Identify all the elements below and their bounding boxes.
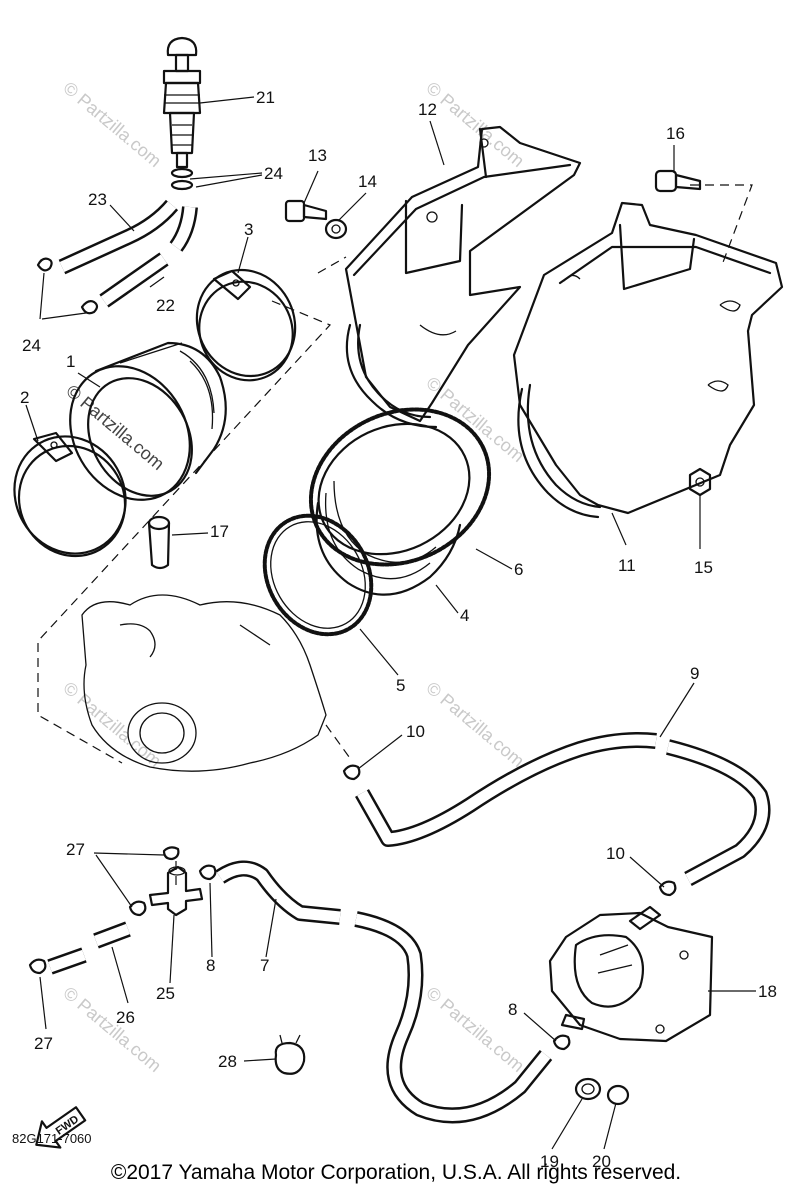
callout-15: 15 [694, 558, 713, 577]
callout-24: 24 [22, 336, 41, 355]
callout-17: 17 [210, 522, 229, 541]
callout-13: 13 [308, 146, 327, 165]
callouts: 21 24 23 22 24 13 14 12 16 3 1 2 17 6 4 … [20, 88, 777, 1171]
callout-8: 8 [508, 1000, 517, 1019]
callout-27: 27 [34, 1034, 53, 1053]
callout-11: 11 [618, 556, 636, 575]
drawing-number: 82G171-7060 [12, 1131, 92, 1146]
assembly-lines [37, 184, 753, 885]
part-5-ring [262, 513, 374, 637]
part-18-pump [548, 905, 714, 1043]
callout-3: 3 [244, 220, 253, 239]
callout-7: 7 [260, 956, 269, 975]
callout-4: 4 [460, 606, 469, 625]
watermark: © Partzilla.com [422, 78, 528, 171]
part-8-clip [198, 864, 571, 1051]
callout-1: 1 [66, 352, 75, 371]
watermark: © Partzilla.com [62, 381, 168, 474]
watermark: © Partzilla.com [422, 373, 528, 466]
callout-10: 10 [606, 844, 625, 863]
part-15-nut [688, 467, 712, 497]
copyright-notice: ©2017 Yamaha Motor Corporation, U.S.A. A… [110, 1161, 682, 1184]
part-2-clamp [13, 431, 127, 558]
callout-2: 2 [20, 388, 29, 407]
part-12-case [344, 125, 582, 429]
part-19-cap [574, 1077, 602, 1101]
part-3-clamp [195, 268, 297, 382]
callout-5: 5 [396, 676, 405, 695]
watermark: © Partzilla.com [422, 678, 528, 771]
part-28-clip [274, 1034, 306, 1075]
callout-22: 22 [156, 296, 175, 315]
front-arrow-icon: FWD [35, 1106, 87, 1149]
part-10-clip [342, 764, 677, 897]
callout-19: 19 [540, 1152, 559, 1171]
callout-10: 10 [406, 722, 425, 741]
callout-16: 16 [666, 124, 685, 143]
part-16-bolt [654, 169, 702, 193]
part-24-clips [36, 167, 194, 315]
callout-28: 28 [218, 1052, 237, 1071]
callout-8: 8 [206, 956, 215, 975]
callout-26: 26 [116, 1008, 135, 1027]
part-14-washer [324, 218, 348, 240]
engine-outline [81, 594, 327, 772]
part-23-hose [58, 199, 179, 275]
callout-18: 18 [758, 982, 777, 1001]
part-25-fitting [148, 865, 204, 917]
part-17-plug [147, 515, 171, 570]
part-13-bolt [284, 199, 328, 223]
part-21-valve [162, 36, 202, 169]
part-11-cover [512, 201, 784, 519]
watermark: © Partzilla.com [59, 78, 165, 171]
callout-6: 6 [514, 560, 523, 579]
watermark: © Partzilla.com [422, 983, 528, 1076]
watermark: © Partzilla.com [59, 983, 165, 1076]
part-9-hose [355, 732, 771, 887]
callout-24: 24 [264, 164, 283, 183]
callout-25: 25 [156, 984, 175, 1003]
part-7-hose [215, 860, 553, 1124]
callout-27: 27 [66, 840, 85, 859]
part-20-washer [606, 1084, 630, 1106]
callout-23: 23 [88, 190, 107, 209]
part-22-hose [99, 206, 198, 308]
callout-12: 12 [418, 100, 437, 119]
callout-21: 21 [256, 88, 275, 107]
callout-14: 14 [358, 172, 377, 191]
part-26-hose [47, 921, 131, 975]
part-27-clip [28, 846, 180, 975]
part-1-joint [69, 341, 227, 501]
callout-9: 9 [690, 664, 699, 683]
callout-20: 20 [592, 1152, 611, 1171]
leader-lines [25, 96, 756, 1150]
